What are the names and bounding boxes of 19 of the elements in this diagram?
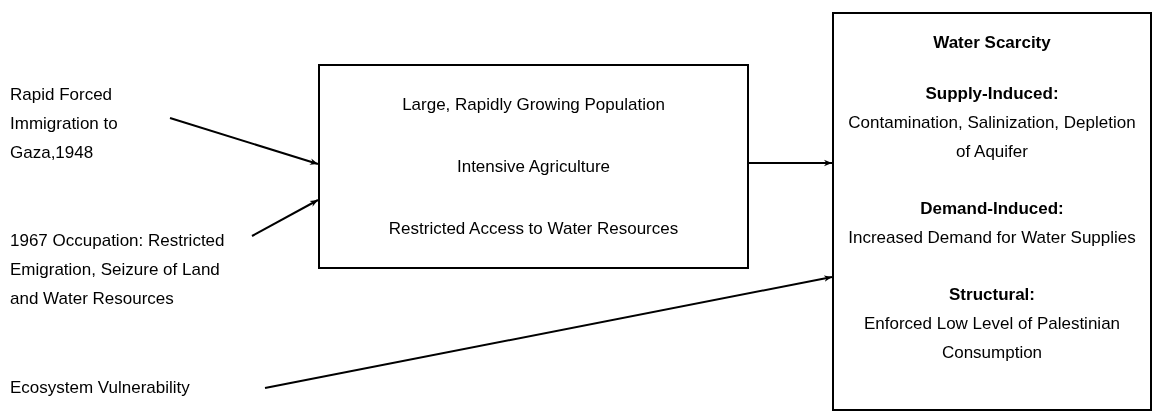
body-text: Contamination, Salinization, Depletion of Aquifer (847, 112, 1137, 163)
body-text: Intensive Agriculture (456, 156, 611, 178)
body-text: Enforced Low Level of Palestinian Consumption (862, 313, 1122, 364)
process-box (318, 64, 749, 269)
cause-text: Ecosystem Vulnerability (10, 373, 265, 402)
process-box (832, 12, 1152, 411)
body-text: Increased Demand for Water Supplies (847, 227, 1137, 249)
heading-text: Demand-Induced: (919, 198, 1065, 220)
arrow (169, 117, 319, 165)
heading-text: Structural: (948, 284, 1036, 306)
heading-text: Water Scarcity (932, 32, 1052, 54)
cause-text: 1967 Occupation: Restricted Emigration, Seizure of Land and Water Resources (10, 226, 252, 342)
arrow (748, 159, 833, 167)
cause-text: Rapid Forced Immigration to Gaza,1948 (10, 80, 170, 167)
arrow (264, 275, 833, 389)
heading-text: Supply-Induced: (924, 83, 1060, 105)
arrow (251, 199, 319, 237)
body-text: Restricted Access to Water Resources (388, 217, 679, 240)
body-text: Large, Rapidly Growing Population (402, 94, 665, 117)
